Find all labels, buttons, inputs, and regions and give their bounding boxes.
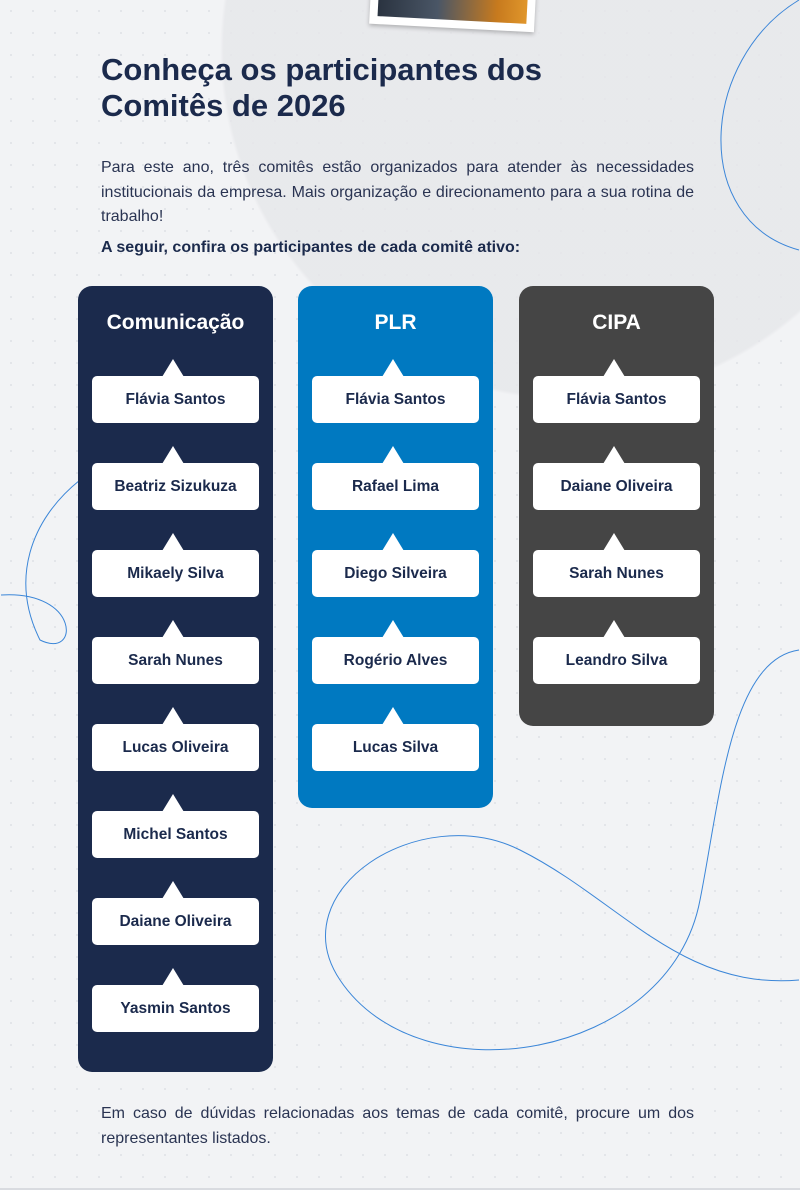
footer-text: Em caso de dúvidas relacionadas aos tema… [101, 1105, 694, 1147]
member-item: Flávia Santos [533, 359, 700, 423]
committee-card-comunicacao: Comunicação Flávia Santos Beatriz Sizuku… [78, 286, 273, 1072]
lead-text: A seguir, confira os participantes de ca… [101, 239, 521, 256]
intro-text: Para este ano, três comitês estão organi… [101, 159, 694, 225]
member-item: Rogério Alves [312, 620, 479, 684]
committee-title: CIPA [592, 311, 641, 334]
member-item: Daiane Oliveira [92, 881, 259, 945]
member-item: Rafael Lima [312, 446, 479, 510]
member-item: Beatriz Sizukuza [92, 446, 259, 510]
member-item: Leandro Silva [533, 620, 700, 684]
member-item: Sarah Nunes [533, 533, 700, 597]
member-item: Michel Santos [92, 794, 259, 858]
committee-title: PLR [374, 311, 417, 334]
member-item: Flávia Santos [312, 359, 479, 423]
member-item: Yasmin Santos [92, 968, 259, 1032]
committee-card-cipa: CIPA Flávia Santos Daiane Oliveira Sarah… [519, 286, 714, 726]
member-item: Diego Silveira [312, 533, 479, 597]
member-item: Mikaely Silva [92, 533, 259, 597]
divider [0, 1188, 800, 1190]
member-item: Daiane Oliveira [533, 446, 700, 510]
member-item: Lucas Silva [312, 707, 479, 771]
page-title: Conheça os participantes dos Comitês de … [101, 52, 542, 123]
committee-title: Comunicação [106, 311, 245, 334]
committee-card-plr: PLR Flávia Santos Rafael Lima Diego Silv… [298, 286, 493, 808]
member-item: Lucas Oliveira [92, 707, 259, 771]
member-item: Sarah Nunes [92, 620, 259, 684]
member-item: Flávia Santos [92, 359, 259, 423]
